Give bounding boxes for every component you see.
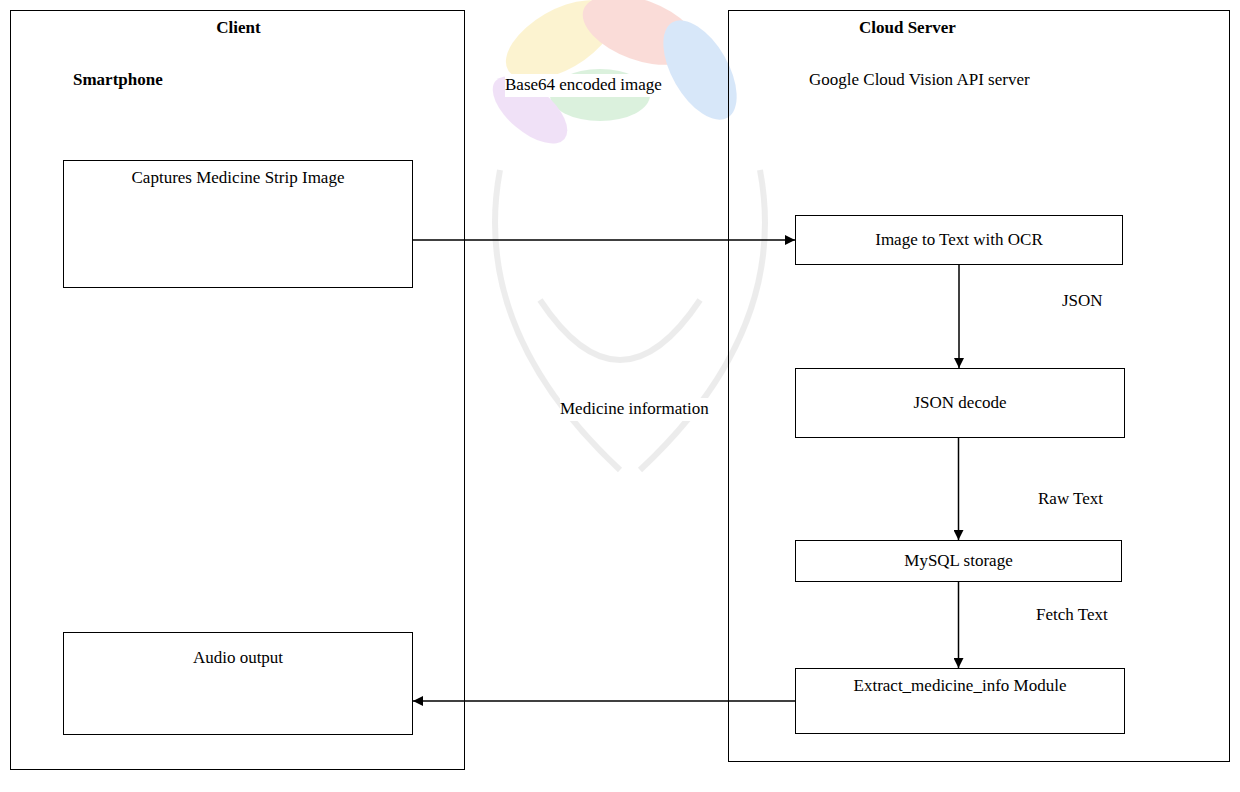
panel-title: Cloud Server xyxy=(859,17,956,39)
flow-arrow xyxy=(958,438,960,540)
watermark-logo xyxy=(481,0,751,156)
process-box: Image to Text with OCR xyxy=(795,215,1123,265)
panel-title: Smartphone xyxy=(73,69,163,91)
storage-box: MySQL storage xyxy=(795,540,1122,582)
server-panel: Cloud ServerGoogle Cloud Vision API serv… xyxy=(728,10,1230,762)
panel-title: Client xyxy=(11,17,466,39)
edge-label: Raw Text xyxy=(1038,488,1103,511)
flow-arrow xyxy=(413,239,795,241)
edge-label: Base64 encoded image xyxy=(505,74,662,97)
watermark-leaves xyxy=(495,170,765,470)
panel-title: Google Cloud Vision API server xyxy=(809,69,1030,91)
output-box: Audio output xyxy=(63,632,413,735)
module-box: Extract_medicine_info Module xyxy=(795,668,1125,734)
edge-label: Fetch Text xyxy=(1036,604,1108,627)
flow-arrow xyxy=(958,582,960,668)
box-text: Image to Text with OCR xyxy=(875,229,1043,251)
edge-label: JSON xyxy=(1062,290,1103,313)
box-text: MySQL storage xyxy=(904,550,1012,572)
box-text: Captures Medicine Strip Image xyxy=(132,167,345,189)
process-box: JSON decode xyxy=(795,368,1125,438)
client-panel: ClientSmartphoneCaptures Medicine Strip … xyxy=(10,10,465,770)
flow-arrow xyxy=(413,700,795,702)
box-text: Audio output xyxy=(193,647,283,669)
edge-label: Medicine information xyxy=(560,398,709,421)
process-box: Captures Medicine Strip Image xyxy=(63,160,413,288)
flow-arrow xyxy=(958,265,960,368)
box-text: Extract_medicine_info Module xyxy=(854,675,1067,697)
box-text: JSON decode xyxy=(913,392,1006,414)
